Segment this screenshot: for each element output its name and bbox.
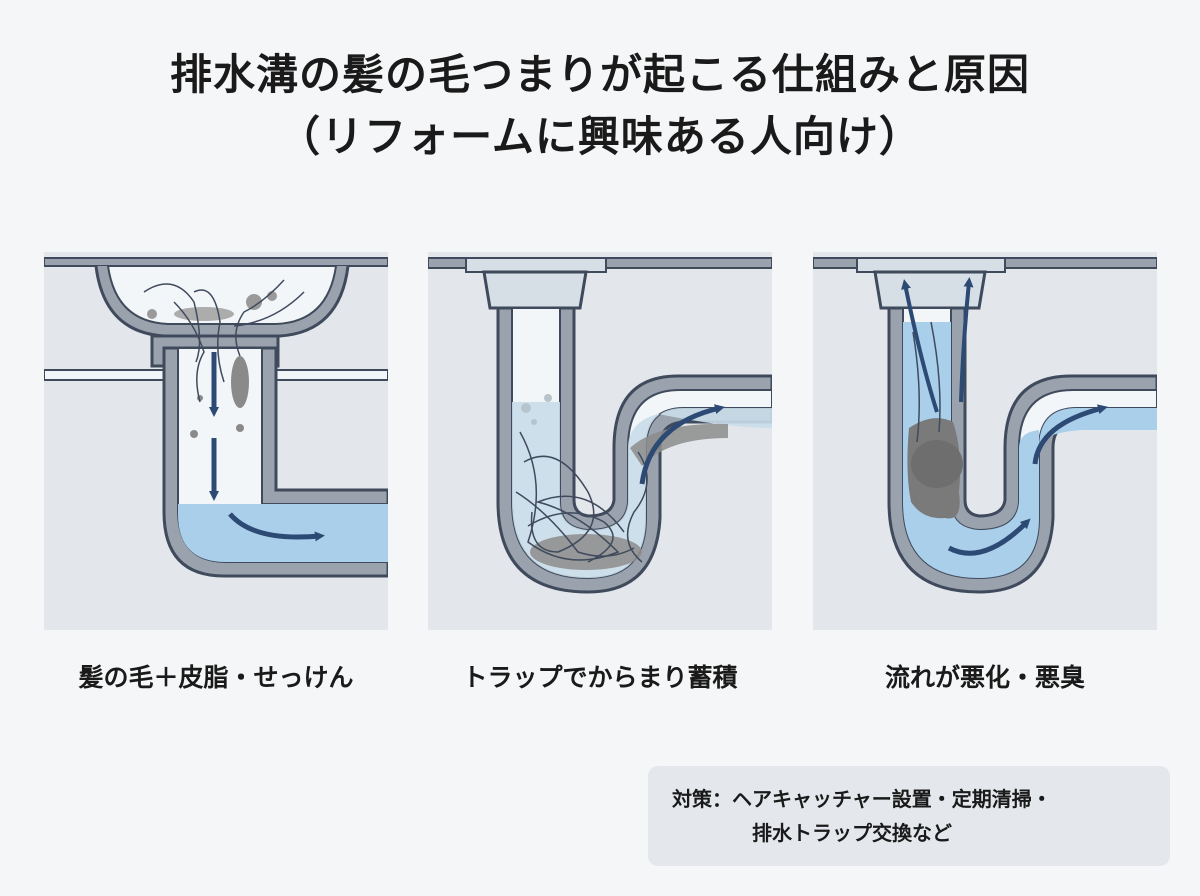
title-line-1: 排水溝の髪の毛つまりが起こる仕組みと原因 [169,50,1030,99]
panel-clogged-poor-flow [813,252,1157,630]
panel-3-caption: 流れが悪化・悪臭 [884,663,1085,692]
panel-2-caption: トラップでからまり蓄積 [462,663,738,692]
drain-illustration-3 [813,257,1157,594]
panel-hair-entering-drain [44,252,388,630]
panel-hair-tangled-trap [428,252,772,630]
note-line-2: 排水トラップ交換など [752,821,952,845]
title-line-2: （リフォームに興味ある人向け） [278,112,922,161]
drain-illustration-2 [428,257,772,594]
countermeasure-note: 対策：ヘアキャッチャー設置・定期清掃・ 排水トラップ交換など [648,766,1170,866]
drain-illustration-1 [44,257,388,578]
panel-1-caption: 髪の毛＋皮脂・せっけん [78,663,354,692]
page-title: 排水溝の髪の毛つまりが起こる仕組みと原因 （リフォームに興味ある人向け） [0,44,1200,168]
note-line-1: 対策：ヘアキャッチャー設置・定期清掃・ [672,787,1052,811]
